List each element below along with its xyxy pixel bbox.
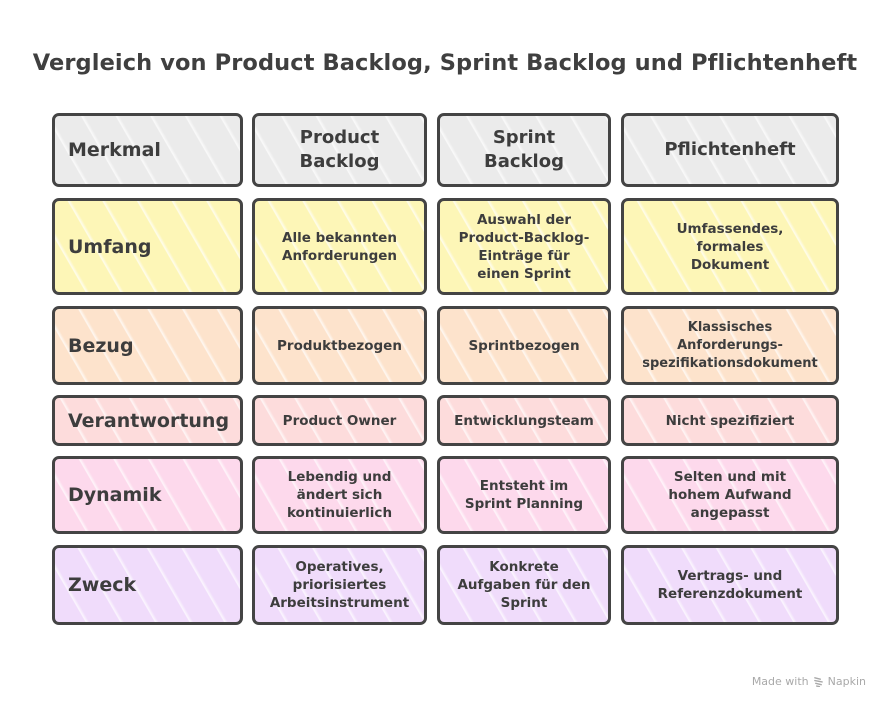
row-umfang-label: Umfang [52, 198, 243, 295]
row-label: Verantwortung [68, 409, 230, 432]
row-zweck-pflichtenheft: Vertrags- und Referenzdokument [621, 545, 839, 625]
page-title: Vergleich von Product Backlog, Sprint Ba… [32, 50, 858, 76]
row-bezug-sprint-backlog: Sprintbezogen [437, 306, 611, 385]
cell-text: Selten und mit hohem Aufwand angepasst [668, 469, 792, 521]
row-verantwortung-pflichtenheft: Nicht spezifiziert [621, 395, 839, 446]
header-label: Pflichtenheft [664, 139, 796, 160]
cell-text: Nicht spezifiziert [665, 412, 795, 429]
cell-text: Produktbezogen [277, 337, 402, 354]
row-dynamik-sprint-backlog: Entsteht im Sprint Planning [437, 456, 611, 534]
row-verantwortung-label: Verantwortung [52, 395, 243, 446]
made-with-napkin-badge[interactable]: Made with Napkin [752, 675, 866, 688]
cell-text: Lebendig und ändert sich kontinuierlich [286, 469, 393, 521]
row-umfang-pflichtenheft: Umfassendes, formales Dokument [621, 198, 839, 295]
row-label: Bezug [68, 334, 134, 357]
cell-text: Auswahl der Product-Backlog- Einträge fü… [458, 211, 590, 282]
row-label: Dynamik [68, 484, 162, 506]
row-bezug-pflichtenheft: Klassisches Anforderungs- spezifikations… [621, 306, 839, 385]
row-zweck-label: Zweck [52, 545, 243, 625]
napkin-brand-text: Napkin [827, 675, 866, 688]
header-label: Merkmal [68, 139, 161, 161]
header-sprint-backlog: Sprint Backlog [437, 113, 611, 187]
cell-text: Klassisches Anforderungs- spezifikations… [642, 319, 818, 371]
cell-text: Product Owner [282, 412, 397, 429]
header-label: Product Backlog [299, 127, 380, 172]
cell-text: Alle bekannten Anforderungen [282, 229, 397, 264]
row-umfang-sprint-backlog: Auswahl der Product-Backlog- Einträge fü… [437, 198, 611, 295]
row-label: Zweck [68, 574, 137, 596]
row-bezug-label: Bezug [52, 306, 243, 385]
row-verantwortung-product-backlog: Product Owner [252, 395, 427, 446]
cell-text: Entwicklungsteam [454, 412, 594, 429]
header-pflichtenheft: Pflichtenheft [621, 113, 839, 187]
header-label: Sprint Backlog [484, 127, 564, 172]
made-with-text: Made with [751, 675, 809, 688]
row-verantwortung-sprint-backlog: Entwicklungsteam [437, 395, 611, 446]
row-dynamik-product-backlog: Lebendig und ändert sich kontinuierlich [252, 456, 427, 534]
header-merkmal: Merkmal [52, 113, 243, 187]
cell-text: Umfassendes, formales Dokument [676, 220, 784, 273]
cell-text: Operatives, priorisiertes Arbeitsinstrum… [269, 559, 410, 611]
cell-text: Konkrete Aufgaben für den Sprint [457, 559, 591, 611]
row-bezug-product-backlog: Produktbezogen [252, 306, 427, 385]
row-dynamik-pflichtenheft: Selten und mit hohem Aufwand angepasst [621, 456, 839, 534]
cell-text: Vertrags- und Referenzdokument [657, 568, 803, 602]
row-umfang-product-backlog: Alle bekannten Anforderungen [252, 198, 427, 295]
row-zweck-product-backlog: Operatives, priorisiertes Arbeitsinstrum… [252, 545, 427, 625]
row-zweck-sprint-backlog: Konkrete Aufgaben für den Sprint [437, 545, 611, 625]
cell-text: Entsteht im Sprint Planning [464, 478, 584, 512]
napkin-logo-icon [813, 677, 823, 687]
row-dynamik-label: Dynamik [52, 456, 243, 534]
header-product-backlog: Product Backlog [252, 113, 427, 187]
cell-text: Sprintbezogen [468, 337, 580, 354]
row-label: Umfang [68, 235, 152, 258]
